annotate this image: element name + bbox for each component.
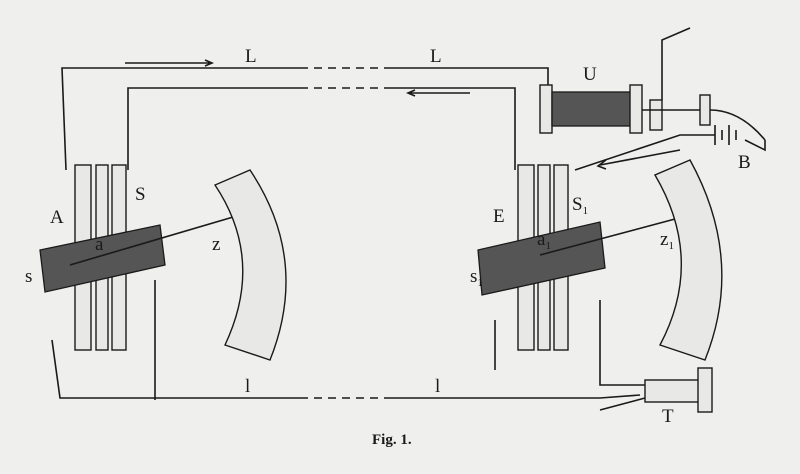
wire-bottom — [51, 280, 650, 400]
label-z: z — [212, 234, 220, 255]
label-a: a — [95, 234, 104, 255]
label-L-left: L — [245, 46, 257, 67]
wire-top-outer — [61, 67, 549, 171]
label-S1: S1 — [572, 194, 588, 217]
label-S: S — [135, 184, 146, 205]
telegraph-key — [599, 367, 713, 413]
wire-top-inner — [127, 87, 516, 170]
label-U: U — [583, 64, 597, 85]
label-s1: s1 — [470, 266, 483, 289]
arrows — [125, 59, 681, 170]
battery — [574, 125, 766, 171]
label-B: B — [738, 152, 751, 173]
label-a1: a1 — [537, 229, 551, 252]
label-T: T — [662, 406, 674, 427]
label-L-right: L — [430, 46, 442, 67]
label-s: s — [25, 266, 32, 287]
label-E: E — [493, 206, 505, 227]
receiver-instrument — [477, 159, 723, 361]
label-z1: z1 — [660, 229, 674, 252]
label-l-left: l — [245, 376, 250, 397]
label-l-right: l — [435, 376, 440, 397]
label-A: A — [50, 207, 64, 228]
inductor-coil — [539, 27, 766, 141]
figure-caption: Fig. 1. — [372, 432, 412, 448]
transmitter-instrument — [39, 164, 287, 361]
